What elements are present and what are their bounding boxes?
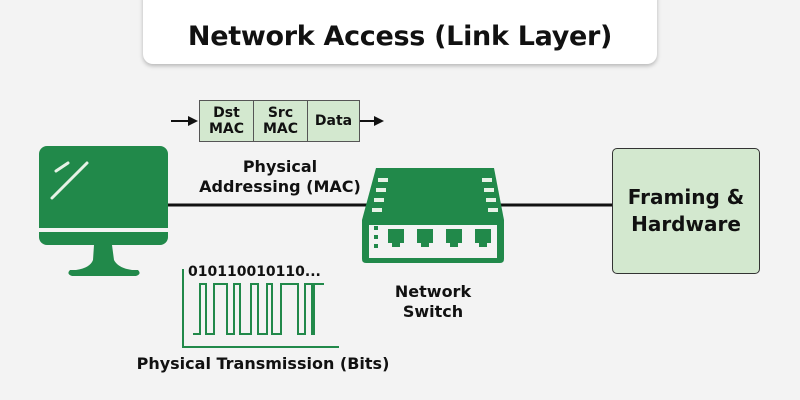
physical-addressing-label: Physical Addressing (MAC) xyxy=(180,157,380,197)
label-line: Hardware xyxy=(631,212,741,236)
desktop-monitor-icon xyxy=(39,146,168,276)
label-line: Framing & xyxy=(627,185,745,209)
label-line: Switch xyxy=(402,302,464,321)
frame-arrow-out xyxy=(360,116,384,126)
field-label: Dst xyxy=(213,105,240,121)
bit-string: 010110010110... xyxy=(188,264,321,280)
square-wave-signal-icon xyxy=(182,269,339,348)
field-label: MAC xyxy=(262,121,299,137)
network-switch-icon xyxy=(362,168,504,263)
field-label: MAC xyxy=(208,121,245,137)
frame-field-data: Data xyxy=(308,101,359,141)
physical-transmission-label: Physical Transmission (Bits) xyxy=(136,354,390,373)
frame-arrow-in xyxy=(171,116,198,126)
field-label: Src xyxy=(267,105,294,121)
framing-hardware-box: Framing & Hardware xyxy=(612,148,760,274)
label-line: Addressing (MAC) xyxy=(199,177,361,196)
label-line: Physical xyxy=(242,157,318,176)
page-title: Network Access (Link Layer) xyxy=(187,21,613,52)
label-line: Network xyxy=(394,282,472,301)
title-card: Network Access (Link Layer) xyxy=(143,0,657,64)
network-switch-label: Network Switch xyxy=(380,282,486,322)
field-label: Data xyxy=(314,113,353,129)
